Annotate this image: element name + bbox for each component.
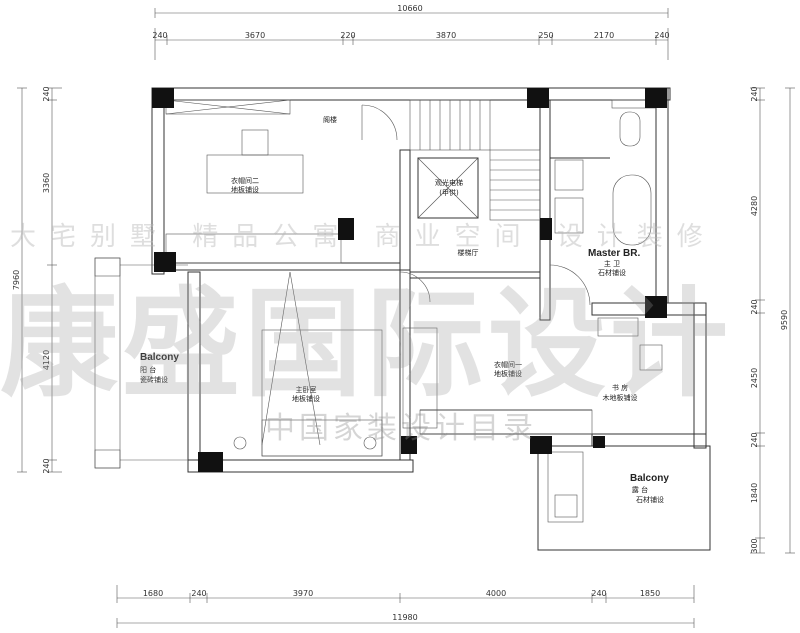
top-dim-6: 2170 [594,31,614,40]
stair-up-label: 阁楼 [323,115,337,124]
right-dim-1: 240 [750,86,759,101]
right-dim-2: 4280 [750,196,759,216]
master-bedroom-name: 主卧室 [296,385,317,394]
bottom-dim-6: 1850 [640,589,660,598]
closet-two-name: 衣帽间二 [231,176,259,185]
left-dim-3: 4120 [42,350,51,370]
terrace-finish: 石材铺设 [636,495,664,504]
balcony-left-en: Balcony [140,352,179,363]
structural-columns [152,88,667,472]
terrace-en: Balcony [630,473,669,484]
master-bath-finish: 石材铺设 [598,268,626,277]
right-dim-7: 300 [750,538,759,553]
top-dim-2: 3670 [245,31,265,40]
study-name: 书 房 [612,383,628,392]
study-finish: 木地板铺设 [603,393,638,402]
right-dim-4: 2450 [750,368,759,388]
master-bath-name: 主 卫 [604,259,620,268]
left-total-dim: 7960 [12,270,21,290]
top-dim-1: 240 [152,31,167,40]
right-dim-6: 1840 [750,483,759,503]
bottom-dim-4: 4000 [486,589,506,598]
balcony-left-finish: 瓷砖铺设 [140,375,168,384]
bottom-dim-5: 240 [591,589,606,598]
master-bath-en: Master BR. [588,248,640,259]
balcony-left-name: 阳 台 [140,365,156,374]
closet-two-finish: 地板铺设 [231,185,259,194]
bottom-dim-1: 1680 [143,589,163,598]
right-dimension-lines [750,87,795,554]
right-dim-5: 240 [750,432,759,447]
watermark-sub: 中国家装设计目录 [265,411,537,446]
watermark-brand: 康盛国际设计 [0,275,732,413]
top-total-dim: 10660 [397,4,422,13]
top-dimension-lines [154,8,669,60]
top-dim-5: 250 [538,31,553,40]
left-dimension-lines [17,87,62,473]
left-dim-2: 3360 [42,173,51,193]
bottom-dim-2: 240 [191,589,206,598]
closet-one-name: 衣帽间一 [494,360,522,369]
top-dim-3: 220 [340,31,355,40]
watermark-top-line: 大宅别墅 精品公寓 商业空间 设计装修 [10,222,717,252]
right-total-dim: 9590 [780,310,789,330]
top-dim-4: 3870 [436,31,456,40]
bottom-total-dim: 11980 [392,613,417,622]
master-bedroom-finish: 地板铺设 [292,394,320,403]
left-dim-4: 240 [42,458,51,473]
elevator-name: 观光电梯 [435,178,463,187]
closet-one-finish: 地板铺设 [494,369,522,378]
terrace-name: 露 台 [632,485,648,494]
bottom-dim-3: 3970 [293,589,313,598]
elevator-note: (甲供) [439,188,459,197]
top-dim-7: 240 [654,31,669,40]
stair-hall-name: 楼梯厅 [458,248,479,257]
left-dim-1: 240 [42,86,51,101]
bottom-dimension-lines [116,585,695,628]
right-dim-3: 240 [750,299,759,314]
